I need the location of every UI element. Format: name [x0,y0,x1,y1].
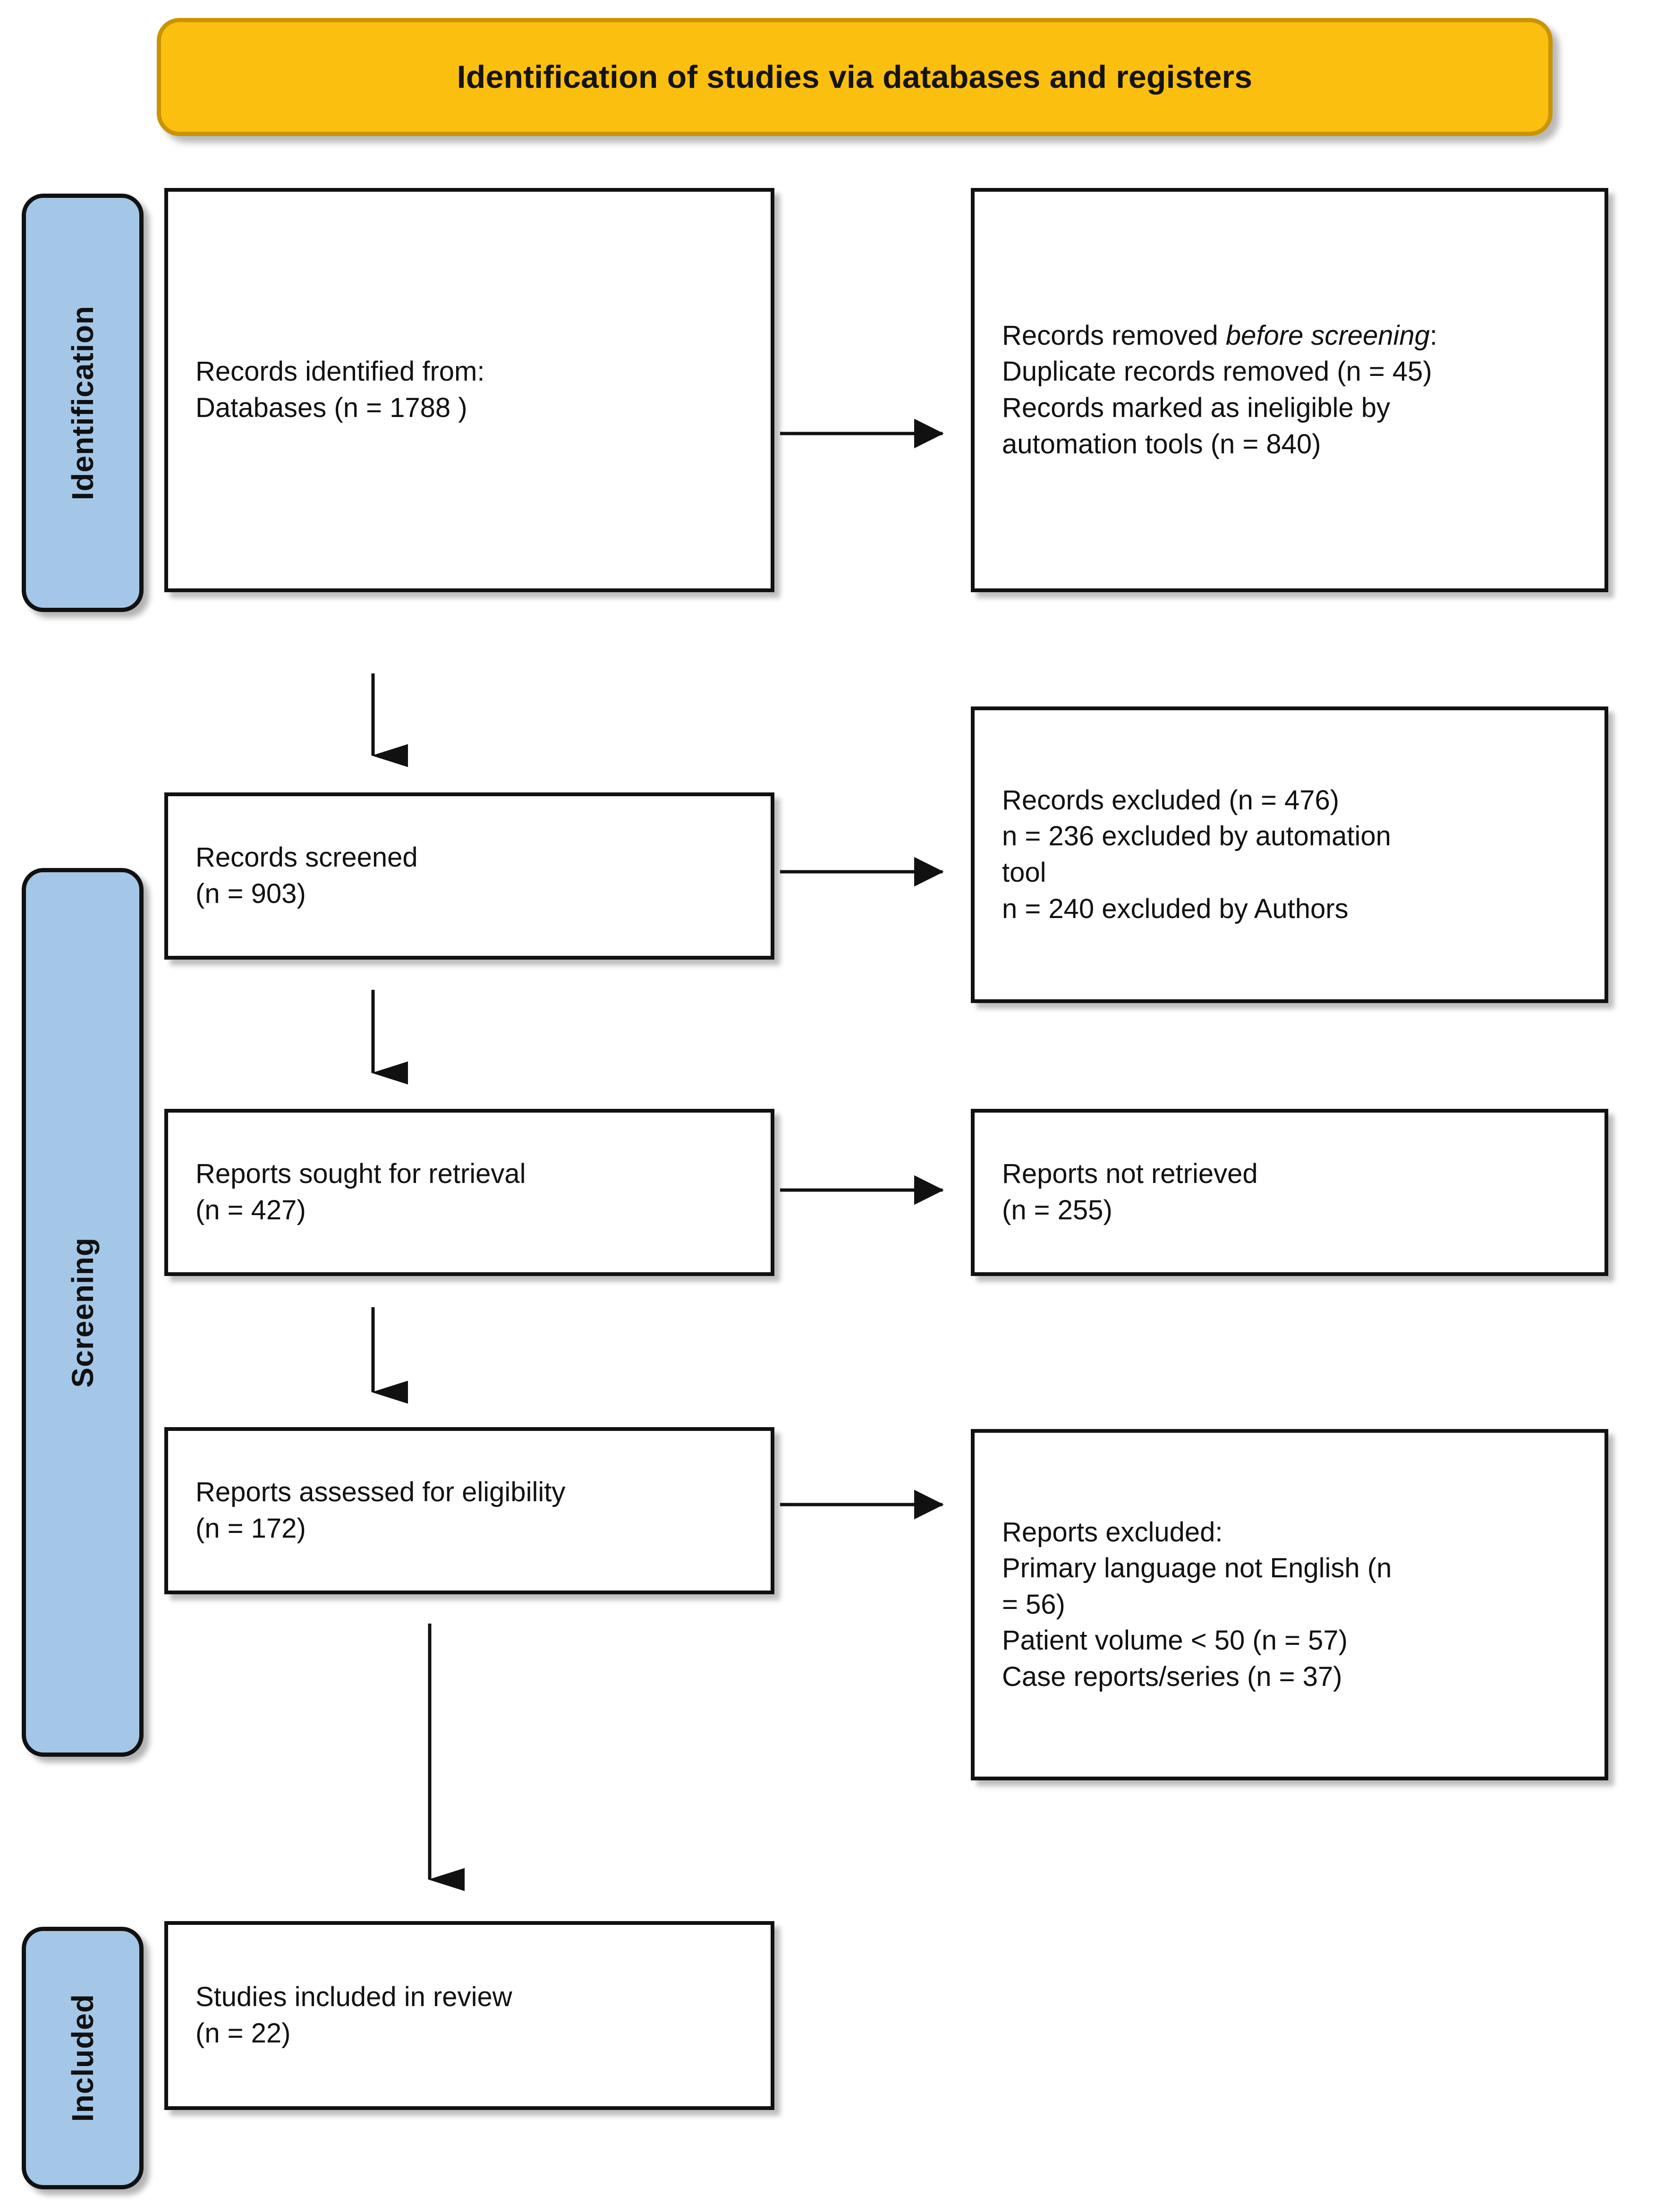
records-excluded-line4: n = 240 excluded by Authors [1002,893,1349,924]
studies-included-line2: (n = 22) [195,2018,291,2049]
reports-excluded-line5: Case reports/series (n = 37) [1002,1661,1342,1692]
stage-label-identification: Identification [66,305,100,501]
reports-excluded-line4: Patient volume < 50 (n = 57) [1002,1625,1348,1656]
records-identified-line2: Databases (n = 1788 ) [195,392,467,423]
node-reports-excluded-text: Reports excluded: Primary language not En… [975,1514,1605,1695]
diagram-banner: Identification of studies via databases … [157,18,1553,136]
records-removed-line1-prefix: Records removed [1002,320,1226,351]
reports-excluded-line2: Primary language not English (n [1002,1553,1392,1584]
stage-rail-identification: Identification [22,194,144,612]
stage-rail-included: Included [22,1927,144,2189]
reports-sought-line2: (n = 427) [195,1195,306,1225]
reports-excluded-line1: Reports excluded: [1002,1516,1223,1548]
node-records-identified: Records identified from: Databases (n = 1… [164,188,774,592]
node-records-identified-text: Records identified from: Databases (n = 1… [168,354,771,426]
node-studies-included: Studies included in review (n = 22) [164,1921,774,2110]
records-removed-line1-emphasis: before screening [1225,320,1430,351]
records-removed-line4: automation tools (n = 840) [1002,428,1321,459]
stage-label-included: Included [66,1994,100,2122]
node-reports-not-retrieved-text: Reports not retrieved (n = 255) [975,1156,1605,1228]
reports-assessed-line2: (n = 172) [195,1513,306,1544]
node-reports-not-retrieved: Reports not retrieved (n = 255) [971,1109,1608,1276]
node-reports-excluded: Reports excluded: Primary language not En… [971,1429,1608,1780]
records-excluded-line2: n = 236 excluded by automation [1002,821,1391,852]
node-records-excluded-text: Records excluded (n = 476) n = 236 exclud… [975,783,1605,927]
reports-not-retrieved-line1: Reports not retrieved [1002,1158,1258,1190]
node-reports-assessed-text: Reports assessed for eligibility (n = 172… [168,1474,771,1547]
reports-assessed-line1: Reports assessed for eligibility [195,1477,566,1508]
node-reports-sought-text: Reports sought for retrieval (n = 427) [168,1156,771,1228]
banner-title: Identification of studies via databases … [457,59,1253,95]
records-removed-line2: Duplicate records removed (n = 45) [1002,356,1432,387]
records-screened-line2: (n = 903) [195,878,306,909]
reports-excluded-line3: = 56) [1002,1589,1065,1620]
node-reports-sought: Reports sought for retrieval (n = 427) [164,1109,774,1276]
node-records-screened-text: Records screened (n = 903) [168,840,771,912]
records-removed-line3: Records marked as ineligible by [1002,392,1391,423]
records-screened-line1: Records screened [195,842,418,873]
node-records-screened: Records screened (n = 903) [164,792,774,960]
records-excluded-line3: tool [1002,857,1046,888]
node-records-removed: Records removed before screening: Duplica… [971,188,1608,592]
records-removed-line1-suffix: : [1429,320,1438,351]
node-records-excluded: Records excluded (n = 476) n = 236 exclud… [971,706,1608,1003]
node-records-removed-text: Records removed before screening: Duplica… [975,318,1605,462]
node-studies-included-text: Studies included in review (n = 22) [168,1979,771,2051]
node-reports-assessed: Reports assessed for eligibility (n = 172… [164,1427,774,1594]
studies-included-line1: Studies included in review [195,1982,512,2013]
records-identified-line1: Records identified from: [195,356,485,387]
reports-not-retrieved-line2: (n = 255) [1002,1195,1112,1225]
records-excluded-line1: Records excluded (n = 476) [1002,784,1340,816]
stage-rail-screening: Screening [22,868,144,1757]
reports-sought-line1: Reports sought for retrieval [195,1158,526,1190]
stage-label-screening: Screening [66,1237,100,1388]
